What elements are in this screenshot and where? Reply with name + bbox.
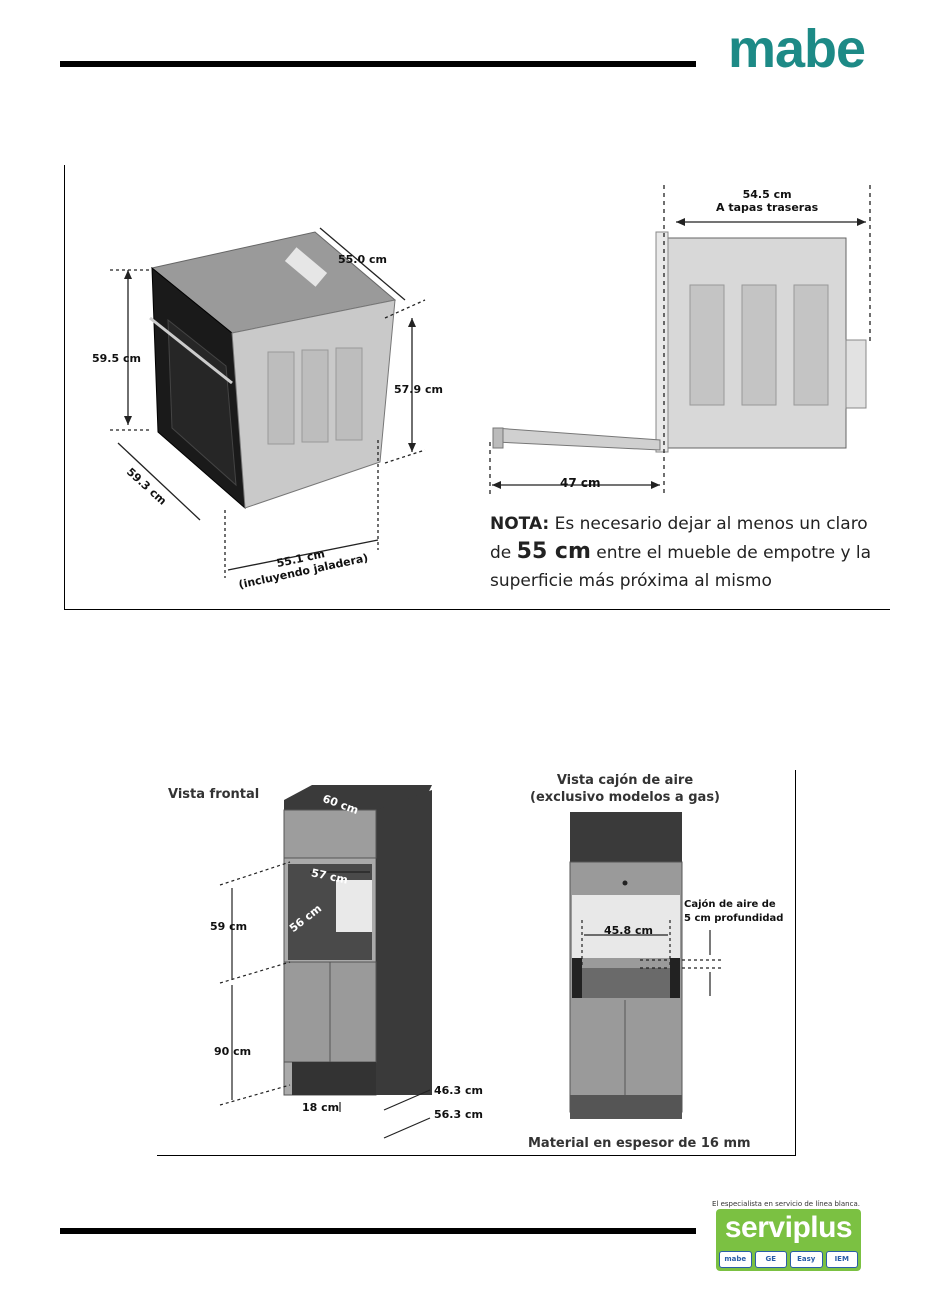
dim-height-front: 59.5 cm [92,352,141,365]
bottom-panel-frame-right [795,770,796,1156]
air-drawer-title-2: (exclusivo modelos a gas) [530,790,720,805]
air-drawer-note-1: Cajón de aire de [684,899,776,910]
air-drawer-note: Cajón de aire de 5 cm profundidad [684,898,783,926]
oven-isometric-diagram [110,185,871,578]
note-clearance: 55 cm [516,539,591,564]
note-label: NOTA: [490,514,550,534]
air-drawer-title-1: Vista cajón de aire [556,773,694,788]
serviplus-logo: serviplus mabe GE Easy IEM [716,1209,861,1271]
header-rule [60,61,696,67]
dim-height-side: 57.9 cm [394,383,443,396]
dim-59: 59 cm [210,920,248,933]
dim-90: 90 cm [214,1045,252,1058]
dim-rear-note: A tapas traseras [716,201,819,214]
dim-depth-top: 55.0 cm [338,253,387,266]
dim-rear-value: 54.5 cm [742,188,792,201]
installation-note: NOTA: Es necesario dejar al menos un cla… [490,510,890,595]
dim-45-8: 45.8 cm [604,924,653,937]
footer-rule [60,1228,696,1234]
air-drawer-note-2: 5 cm profundidad [684,913,784,924]
front-view-title: Vista frontal [168,787,260,802]
bottom-panel-frame-bottom [157,1155,796,1156]
dim-56: 56.3 cm [434,1108,483,1121]
brand-easy: Easy [790,1251,823,1268]
cabinet-diagram [219,785,722,1139]
note-text-2: entre el mueble de empotre y la superfic… [490,543,872,591]
material-note: Material en espesor de 16 mm [528,1136,751,1151]
note-text-1: Es necesario dejar al menos un claro de [490,514,868,563]
air-drawer-title: Vista cajón de aire (exclusivo modelos a… [525,772,725,806]
brand-ge: GE [754,1251,787,1268]
dim-rear: 54.5 cm A tapas traseras [716,188,818,214]
top-panel-frame-left [64,165,65,610]
dim-door: 47 cm [560,476,601,490]
serviplus-tagline: El especialista en servicio de línea bla… [712,1200,860,1208]
brand-mabe: mabe [719,1251,752,1268]
serviplus-brand-row: mabe GE Easy IEM [719,1251,858,1268]
dim-18: 18 cm [302,1101,340,1114]
dim-46: 46.3 cm [434,1084,483,1097]
serviplus-wordmark: serviplus [724,1211,853,1244]
brand-iem: IEM [825,1251,858,1268]
top-panel-frame-bottom [64,609,890,610]
mabe-logo: mabe [728,19,866,79]
